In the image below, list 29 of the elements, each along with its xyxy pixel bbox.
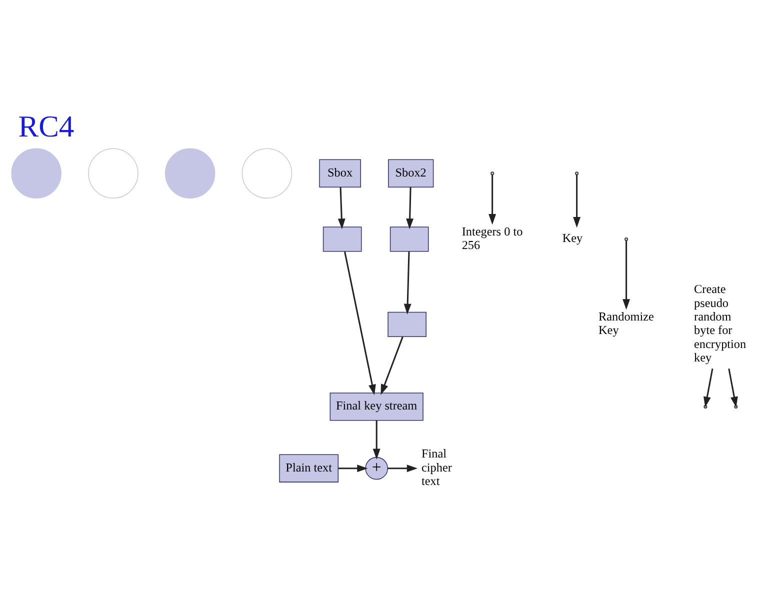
arrow (622, 240, 630, 310)
arrow (406, 187, 414, 230)
node-circle (11, 148, 62, 198)
node-box (388, 312, 426, 338)
arrow (488, 174, 496, 225)
arrow (404, 252, 412, 314)
node-box (322, 226, 362, 252)
node-text: Key (562, 231, 583, 246)
arrow (372, 420, 380, 460)
node-box: Final key stream (330, 392, 424, 421)
node-circle (164, 148, 216, 198)
node-text: Randomize Key (598, 310, 654, 338)
arrow (573, 174, 581, 228)
arrow (380, 336, 404, 395)
node-circle (88, 148, 138, 198)
node-box (390, 226, 429, 252)
node-text: Integers 0 to 256 (462, 224, 523, 252)
arrow (338, 187, 346, 230)
node-box: Sbox (319, 159, 361, 188)
node-box: Sbox2 (388, 159, 434, 188)
node-circle: + (365, 456, 388, 480)
node-text: Final cipher text (422, 446, 452, 488)
arrow (388, 464, 418, 472)
node-box: Plain text (279, 454, 339, 482)
node-text: Create pseudo random byte for encryption key (694, 282, 746, 365)
arrow (338, 464, 368, 472)
arrow (344, 252, 376, 396)
diagram-title: RC4 (18, 109, 74, 144)
node-circle (242, 148, 292, 198)
